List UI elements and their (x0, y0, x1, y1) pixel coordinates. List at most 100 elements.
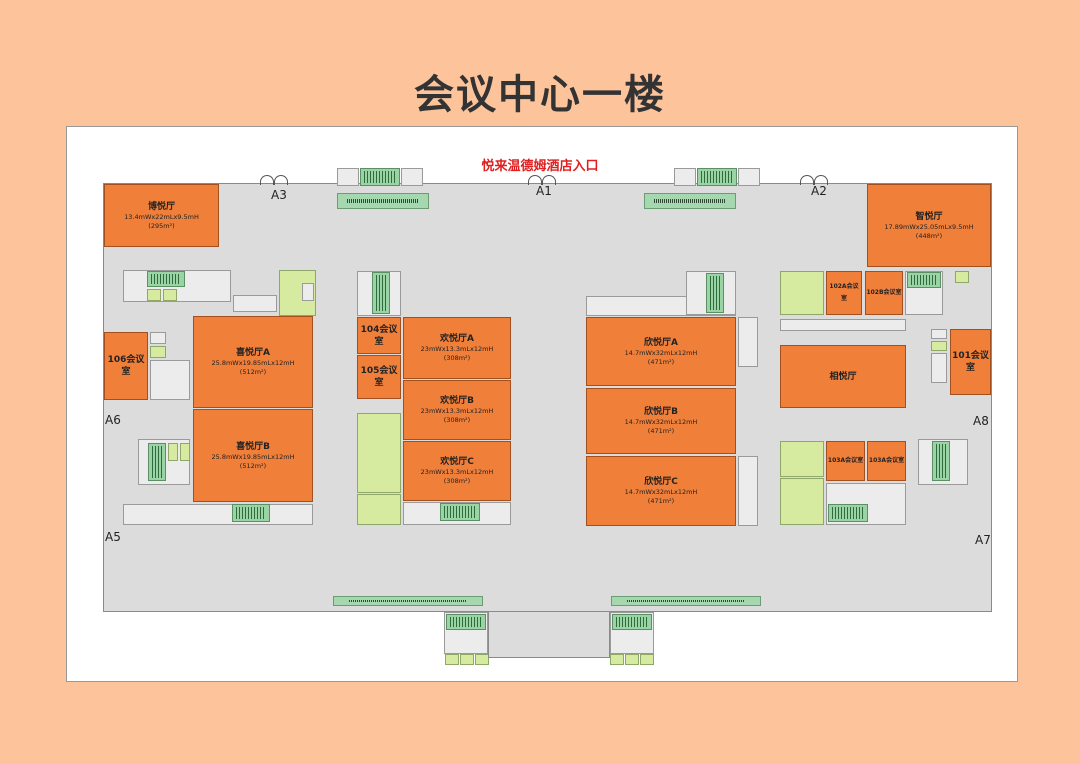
hall-xin-a[interactable]: 欣悦厅A 14.7mWx32mLx12mH (471m²) (586, 317, 736, 386)
service-room (640, 654, 654, 665)
stairs-icon (706, 273, 724, 313)
door-icon (542, 175, 556, 185)
hall-name: 智悦厅 (915, 211, 943, 222)
hall-dims: 13.4mWx22mLx9.5mH (124, 212, 199, 221)
room-name: 102A会议室 (829, 283, 859, 302)
hall-huan-b[interactable]: 欢悦厅B 23mWx13.3mLx12mH (308m²) (403, 380, 511, 440)
room-name: 103A会议室 (868, 457, 905, 464)
hall-name: 欣悦厅A (644, 337, 678, 348)
stairs-icon (828, 504, 868, 522)
hall-area: (295m²) (148, 221, 175, 230)
hall-dims: 14.7mWx32mLx12mH (624, 348, 698, 357)
hall-name: 博悦厅 (147, 201, 175, 212)
hall-zhi[interactable]: 智悦厅 17.89mWx25.05mLx9.5mH (448m²) (867, 184, 991, 267)
hall-dims: 14.7mWx32mLx12mH (624, 418, 698, 426)
room-name: 103A会议室 (827, 457, 864, 464)
hotel-entrance-label: 悦来温德姆酒店入口 (481, 159, 599, 174)
hall-huan-c[interactable]: 欢悦厅C 23mWx13.3mLx12mH (308m²) (403, 441, 511, 501)
room-name: 101会议室 (952, 351, 989, 373)
room-102a[interactable]: 102A会议室 (826, 271, 862, 315)
hall-area: (512m²) (239, 368, 267, 376)
service-room (180, 443, 190, 461)
room-105[interactable]: 105会议室 (357, 355, 401, 399)
door-icon (800, 175, 814, 185)
stairs-icon (148, 443, 166, 481)
service-room (931, 353, 947, 383)
stairs-icon (232, 504, 270, 522)
stairs-icon (907, 272, 941, 288)
room-102b[interactable]: 102B会议室 (865, 271, 903, 315)
door-label-a5: A5 (105, 530, 121, 544)
room-name: 102B会议室 (866, 289, 902, 296)
service-area (738, 317, 758, 367)
hall-dims: 14.7mWx32mLx12mH (624, 488, 698, 496)
service-room (302, 283, 314, 301)
stairs-icon (446, 614, 486, 630)
room-name: 105会议室 (360, 366, 398, 388)
hall-area: (471m²) (647, 357, 675, 366)
hall-name: 欢悦厅B (440, 396, 474, 406)
service-room (401, 168, 423, 186)
room-name: 104会议室 (360, 324, 398, 347)
door-label-a7: A7 (975, 533, 991, 547)
stairs-icon (147, 271, 185, 287)
hall-area: (308m²) (443, 354, 471, 362)
service-room (931, 329, 947, 339)
hall-name: 欣悦厅B (644, 407, 678, 417)
room-103b[interactable]: 103A会议室 (867, 441, 906, 481)
service-room (147, 289, 161, 301)
room-104[interactable]: 104会议室 (357, 317, 401, 354)
hall-xiang[interactable]: 相悦厅 (780, 345, 906, 408)
page-title: 会议中心一楼 (414, 72, 666, 118)
service-room (625, 654, 639, 665)
service-room (610, 654, 624, 665)
door-label-a3: A3 (271, 188, 287, 202)
door-icon (274, 175, 288, 185)
room-name: 106会议室 (107, 355, 145, 377)
stairs-icon (612, 614, 652, 630)
service-room (150, 346, 166, 358)
hall-area: (308m²) (443, 477, 471, 485)
service-room (674, 168, 696, 186)
stairs-icon (932, 441, 950, 481)
hall-area: (471m²) (647, 427, 675, 435)
door-label-a1: A1 (536, 184, 552, 198)
hall-area: (471m²) (647, 497, 675, 505)
hall-xi-a[interactable]: 喜悦厅A 25.8mWx19.85mLx12mH (512m²) (193, 316, 313, 408)
service-room (445, 654, 459, 665)
hall-xi-b[interactable]: 喜悦厅B 25.8mWx19.85mLx12mH (512m²) (193, 409, 313, 502)
service-room (780, 271, 824, 315)
hall-dims: 25.8mWx19.85mLx12mH (211, 452, 295, 461)
door-icon (814, 175, 828, 185)
hall-dims: 17.89mWx25.05mLx9.5mH (884, 222, 974, 231)
hall-dims: 23mWx13.3mLx12mH (420, 468, 494, 476)
room-106[interactable]: 106会议室 (104, 332, 148, 400)
hall-xin-c[interactable]: 欣悦厅C 14.7mWx32mLx12mH (471m²) (586, 456, 736, 526)
stairs-icon (697, 168, 737, 186)
service-area (123, 504, 313, 525)
room-101[interactable]: 101会议室 (950, 329, 991, 395)
escalator-icon (337, 193, 429, 209)
service-room (150, 332, 166, 344)
door-icon (528, 175, 542, 185)
hall-bo[interactable]: 博悦厅 13.4mWx22mLx9.5mH (295m²) (104, 184, 219, 247)
service-room (150, 360, 190, 400)
stairs-icon (372, 272, 390, 314)
service-room (168, 443, 178, 461)
hall-name: 喜悦厅B (236, 441, 270, 452)
hall-name: 欢悦厅C (440, 457, 474, 467)
room-103a[interactable]: 103A会议室 (826, 441, 865, 481)
service-room (460, 654, 474, 665)
hall-name: 欣悦厅C (644, 477, 678, 487)
door-label-a8: A8 (973, 414, 989, 428)
hall-dims: 25.8mWx19.85mLx12mH (211, 359, 295, 367)
door-icon (260, 175, 274, 185)
hall-area: (308m²) (443, 416, 471, 424)
hall-name: 相悦厅 (829, 371, 857, 382)
service-room (337, 168, 359, 186)
hall-huan-a[interactable]: 欢悦厅A 23mWx13.3mLx12mH (308m²) (403, 317, 511, 379)
hall-xin-b[interactable]: 欣悦厅B 14.7mWx32mLx12mH (471m²) (586, 388, 736, 454)
service-room (475, 654, 489, 665)
service-room (780, 478, 824, 525)
south-entrance-lobby (488, 612, 610, 658)
